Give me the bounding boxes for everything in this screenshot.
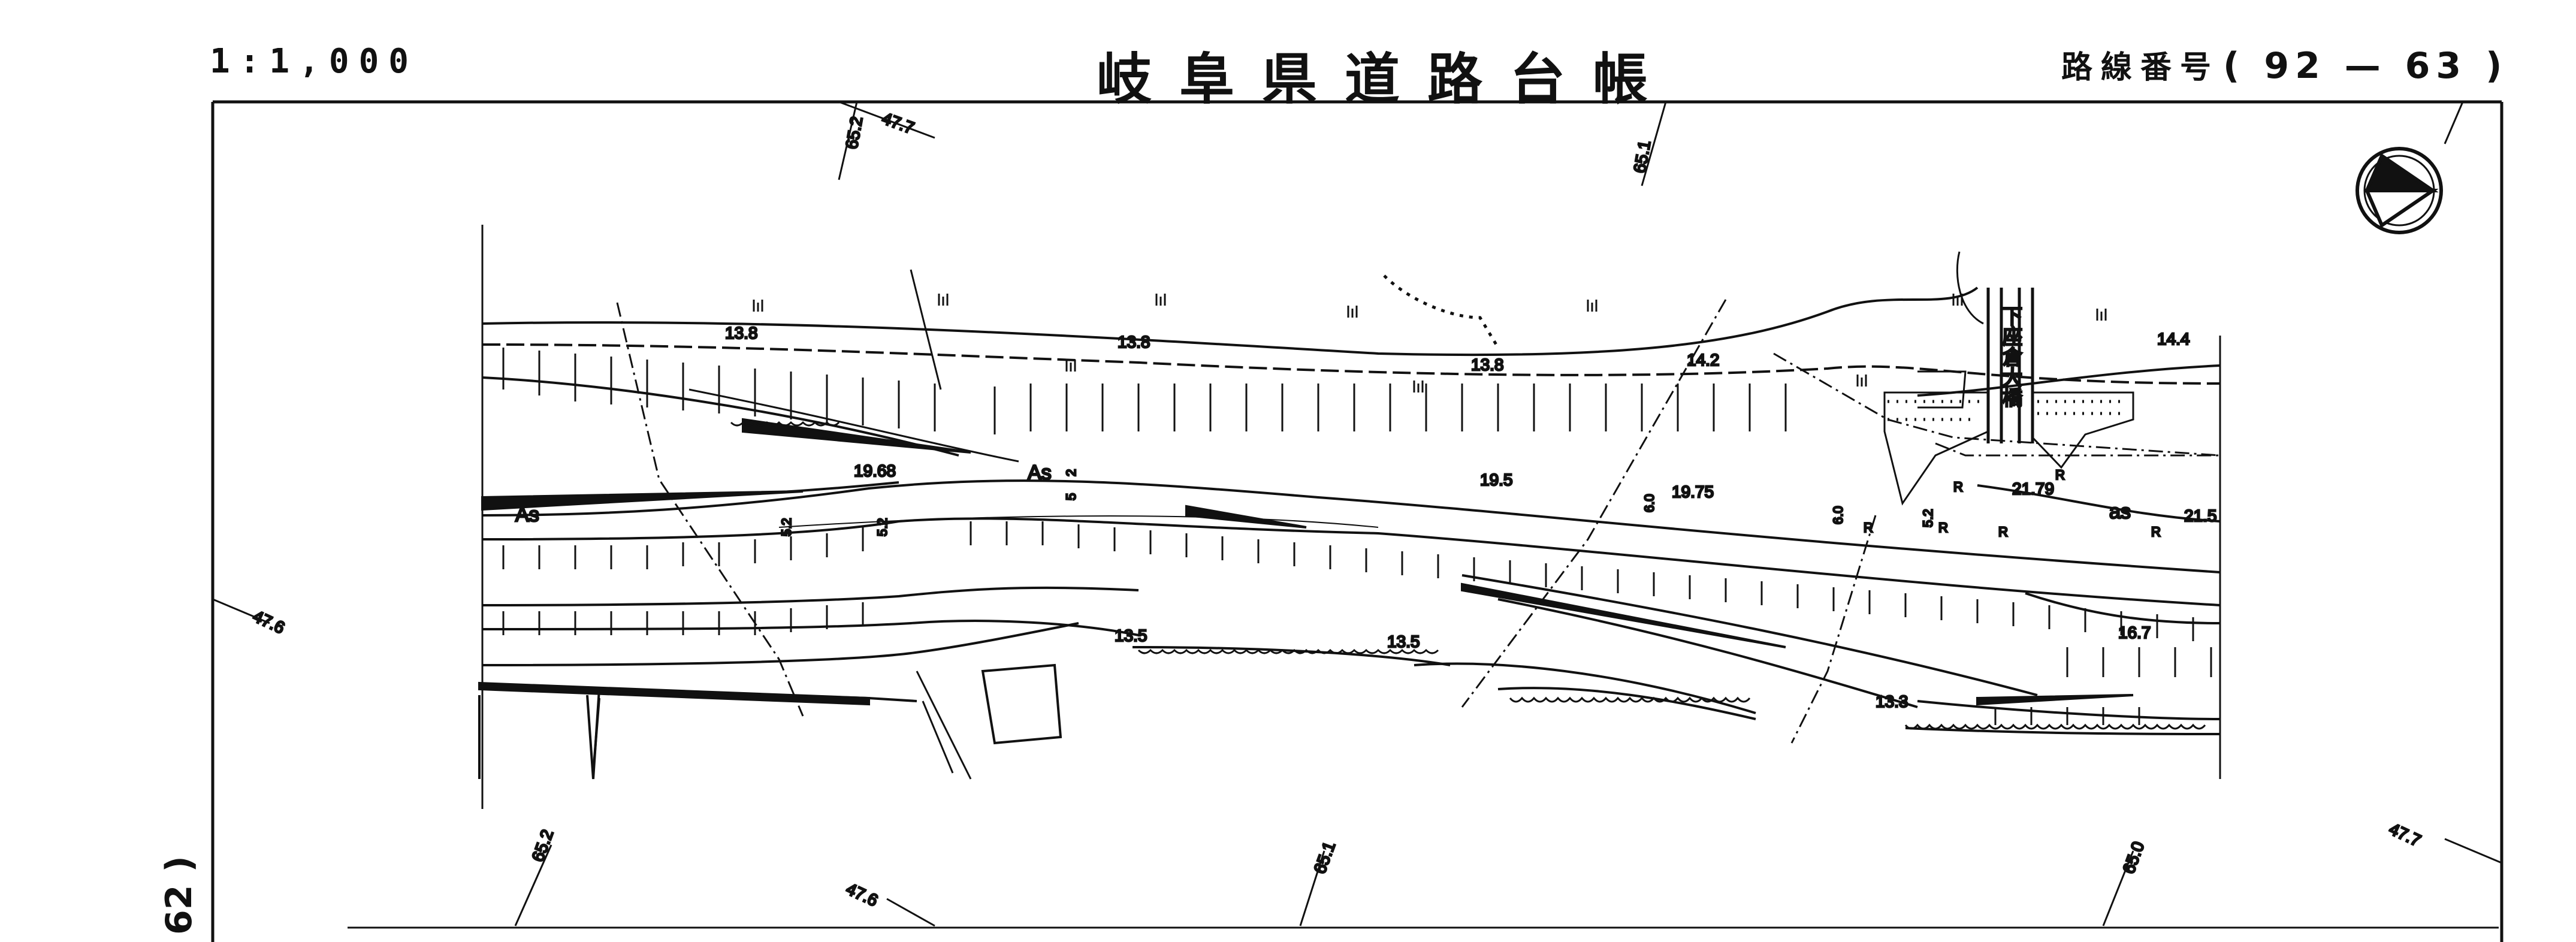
map-labels: 65.2 47.7 65.1 47.6 65.2 47.6 65.1 65.0 … <box>249 108 2424 911</box>
slope-hatching <box>478 418 2134 706</box>
elevation-label: 13.5 <box>1387 632 1420 651</box>
coord-label: 65.2 <box>529 827 557 864</box>
elevation-label: 13.3 <box>1876 692 1908 711</box>
sheet-frame <box>211 100 2503 942</box>
width-label: 5.2 <box>779 518 794 536</box>
route-label: 路線番号 <box>2061 50 2220 86</box>
boundary-lines <box>616 299 2221 744</box>
surface-label: As <box>1028 461 1052 484</box>
coord-label: 65.0 <box>2119 839 2148 876</box>
scalloped-edges <box>730 421 2206 730</box>
marker-label: R <box>2151 524 2161 539</box>
vegetation-symbols <box>753 294 2107 393</box>
coord-label: 47.6 <box>250 606 287 637</box>
coord-label: 47.6 <box>843 879 880 910</box>
surface-label: as <box>2109 500 2131 523</box>
marker-label: R <box>1953 479 1963 494</box>
elevation-label: 13.8 <box>725 324 758 342</box>
elevation-label: 19.5 <box>1480 470 1513 489</box>
width-label: 5.2 <box>1920 509 1935 527</box>
road-edges <box>482 286 2221 735</box>
route-number: 路線番号( 92 — 63 ) <box>2061 42 2508 87</box>
slope-ticks <box>502 348 2212 725</box>
north-arrow-icon <box>2355 147 2443 234</box>
marker-label: R <box>1998 524 2008 539</box>
bridge-name: 下座倉大橋 <box>1998 306 2022 407</box>
marker-label: R <box>1864 520 1873 535</box>
coord-label: 65.1 <box>1310 839 1339 876</box>
elevation-label: 16.7 <box>2118 623 2151 642</box>
map-scale: 1:1,000 <box>210 42 419 81</box>
width-label: 6.0 <box>1642 494 1657 512</box>
coordinate-ticks <box>212 101 2502 927</box>
elevation-label: 21.5 <box>2184 506 2217 525</box>
elevation-label: 21.79 <box>2012 479 2054 498</box>
route-number-value: ( 92 — 63 ) <box>2223 45 2508 87</box>
coord-label: 65.1 <box>1630 139 1654 174</box>
misc-lines <box>910 251 1984 409</box>
elevation-label: 14.4 <box>2157 330 2190 348</box>
width-label: 6.0 <box>1831 506 1846 524</box>
elevation-label: 13.8 <box>1118 333 1150 351</box>
width-label: 2 <box>1064 469 1079 476</box>
elevation-label: 19.75 <box>1672 482 1714 501</box>
elevation-label: 19.68 <box>854 461 896 480</box>
surface-label: As <box>515 503 539 526</box>
retaining-walls <box>478 663 1062 780</box>
elevation-label: 13.8 <box>1471 355 1504 374</box>
width-label: 5 <box>1064 493 1079 500</box>
bridge <box>1883 288 2134 506</box>
coord-label: 65.2 <box>842 115 866 150</box>
coord-label: 47.7 <box>2386 819 2423 850</box>
elevation-label: 14.2 <box>1687 351 1720 369</box>
width-label: 5.2 <box>875 518 890 536</box>
coord-label: 47.7 <box>880 109 917 138</box>
marker-label: R <box>2055 467 2065 482</box>
marker-label: R <box>1938 520 1948 535</box>
elevation-label: 13.5 <box>1115 626 1147 645</box>
